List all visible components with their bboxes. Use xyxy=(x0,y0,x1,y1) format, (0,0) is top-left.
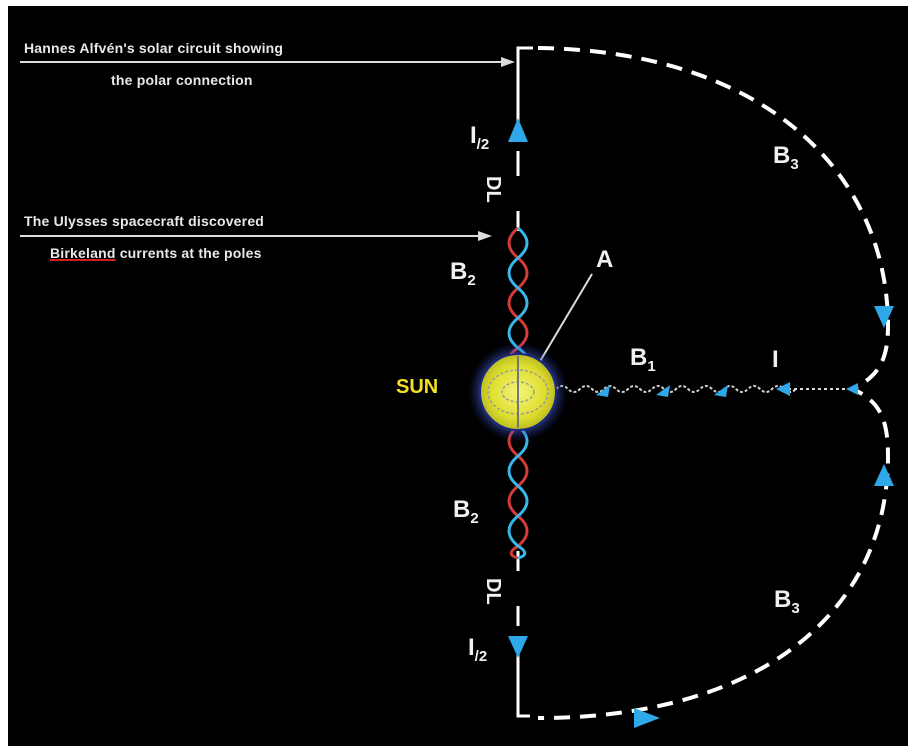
ulysses-pointer-arrow xyxy=(20,231,492,241)
b1-arrows xyxy=(596,382,858,397)
alfven-pointer-arrow xyxy=(20,57,515,67)
triangle-arrow-icon-bottom-right xyxy=(634,708,660,728)
sun-icon xyxy=(468,342,568,442)
circuit-diagram xyxy=(20,46,894,728)
label-i: I xyxy=(772,346,779,373)
label-sun: SUN xyxy=(396,376,439,398)
label-b3-top: B3 xyxy=(773,142,799,173)
triangle-arrow-icon-bottom-down xyxy=(508,636,528,658)
outer-dashed-circuit xyxy=(537,46,891,720)
diagram-canvas: Hannes Alfvén's solar circuit showing th… xyxy=(8,6,908,746)
triangle-arrow-icon-right-up xyxy=(874,464,894,486)
label-i-half-top: I/2 xyxy=(470,122,490,153)
alfven-caption-line-1: Hannes Alfvén's solar circuit showing xyxy=(24,40,284,56)
label-b2-bottom: B2 xyxy=(453,496,479,527)
label-b3-bottom: B3 xyxy=(774,586,800,617)
label-i-half-bottom: I/2 xyxy=(468,634,488,665)
label-dl-bottom: DL xyxy=(482,578,504,605)
label-b2-top: B2 xyxy=(450,258,476,289)
ulysses-caption-line-2: Birkeland currents at the poles xyxy=(50,245,262,261)
triangle-arrow-icon-right-down xyxy=(874,306,894,328)
ulysses-caption-line-1: The Ulysses spacecraft discovered xyxy=(24,213,265,229)
birkeland-helix-bottom xyxy=(507,424,529,560)
ulysses-caption-rest: currents at the poles xyxy=(115,245,262,261)
birkeland-word: Birkeland xyxy=(50,245,116,261)
b1-wavy-field-line xyxy=(555,385,797,393)
alfven-caption-line-2: the polar connection xyxy=(111,72,253,88)
triangle-arrow-icon-top-up xyxy=(508,118,528,142)
polar-axis xyxy=(516,46,533,718)
label-dl-top: DL xyxy=(482,176,504,203)
label-b1: B1 xyxy=(630,344,656,375)
label-a: A xyxy=(596,246,614,273)
